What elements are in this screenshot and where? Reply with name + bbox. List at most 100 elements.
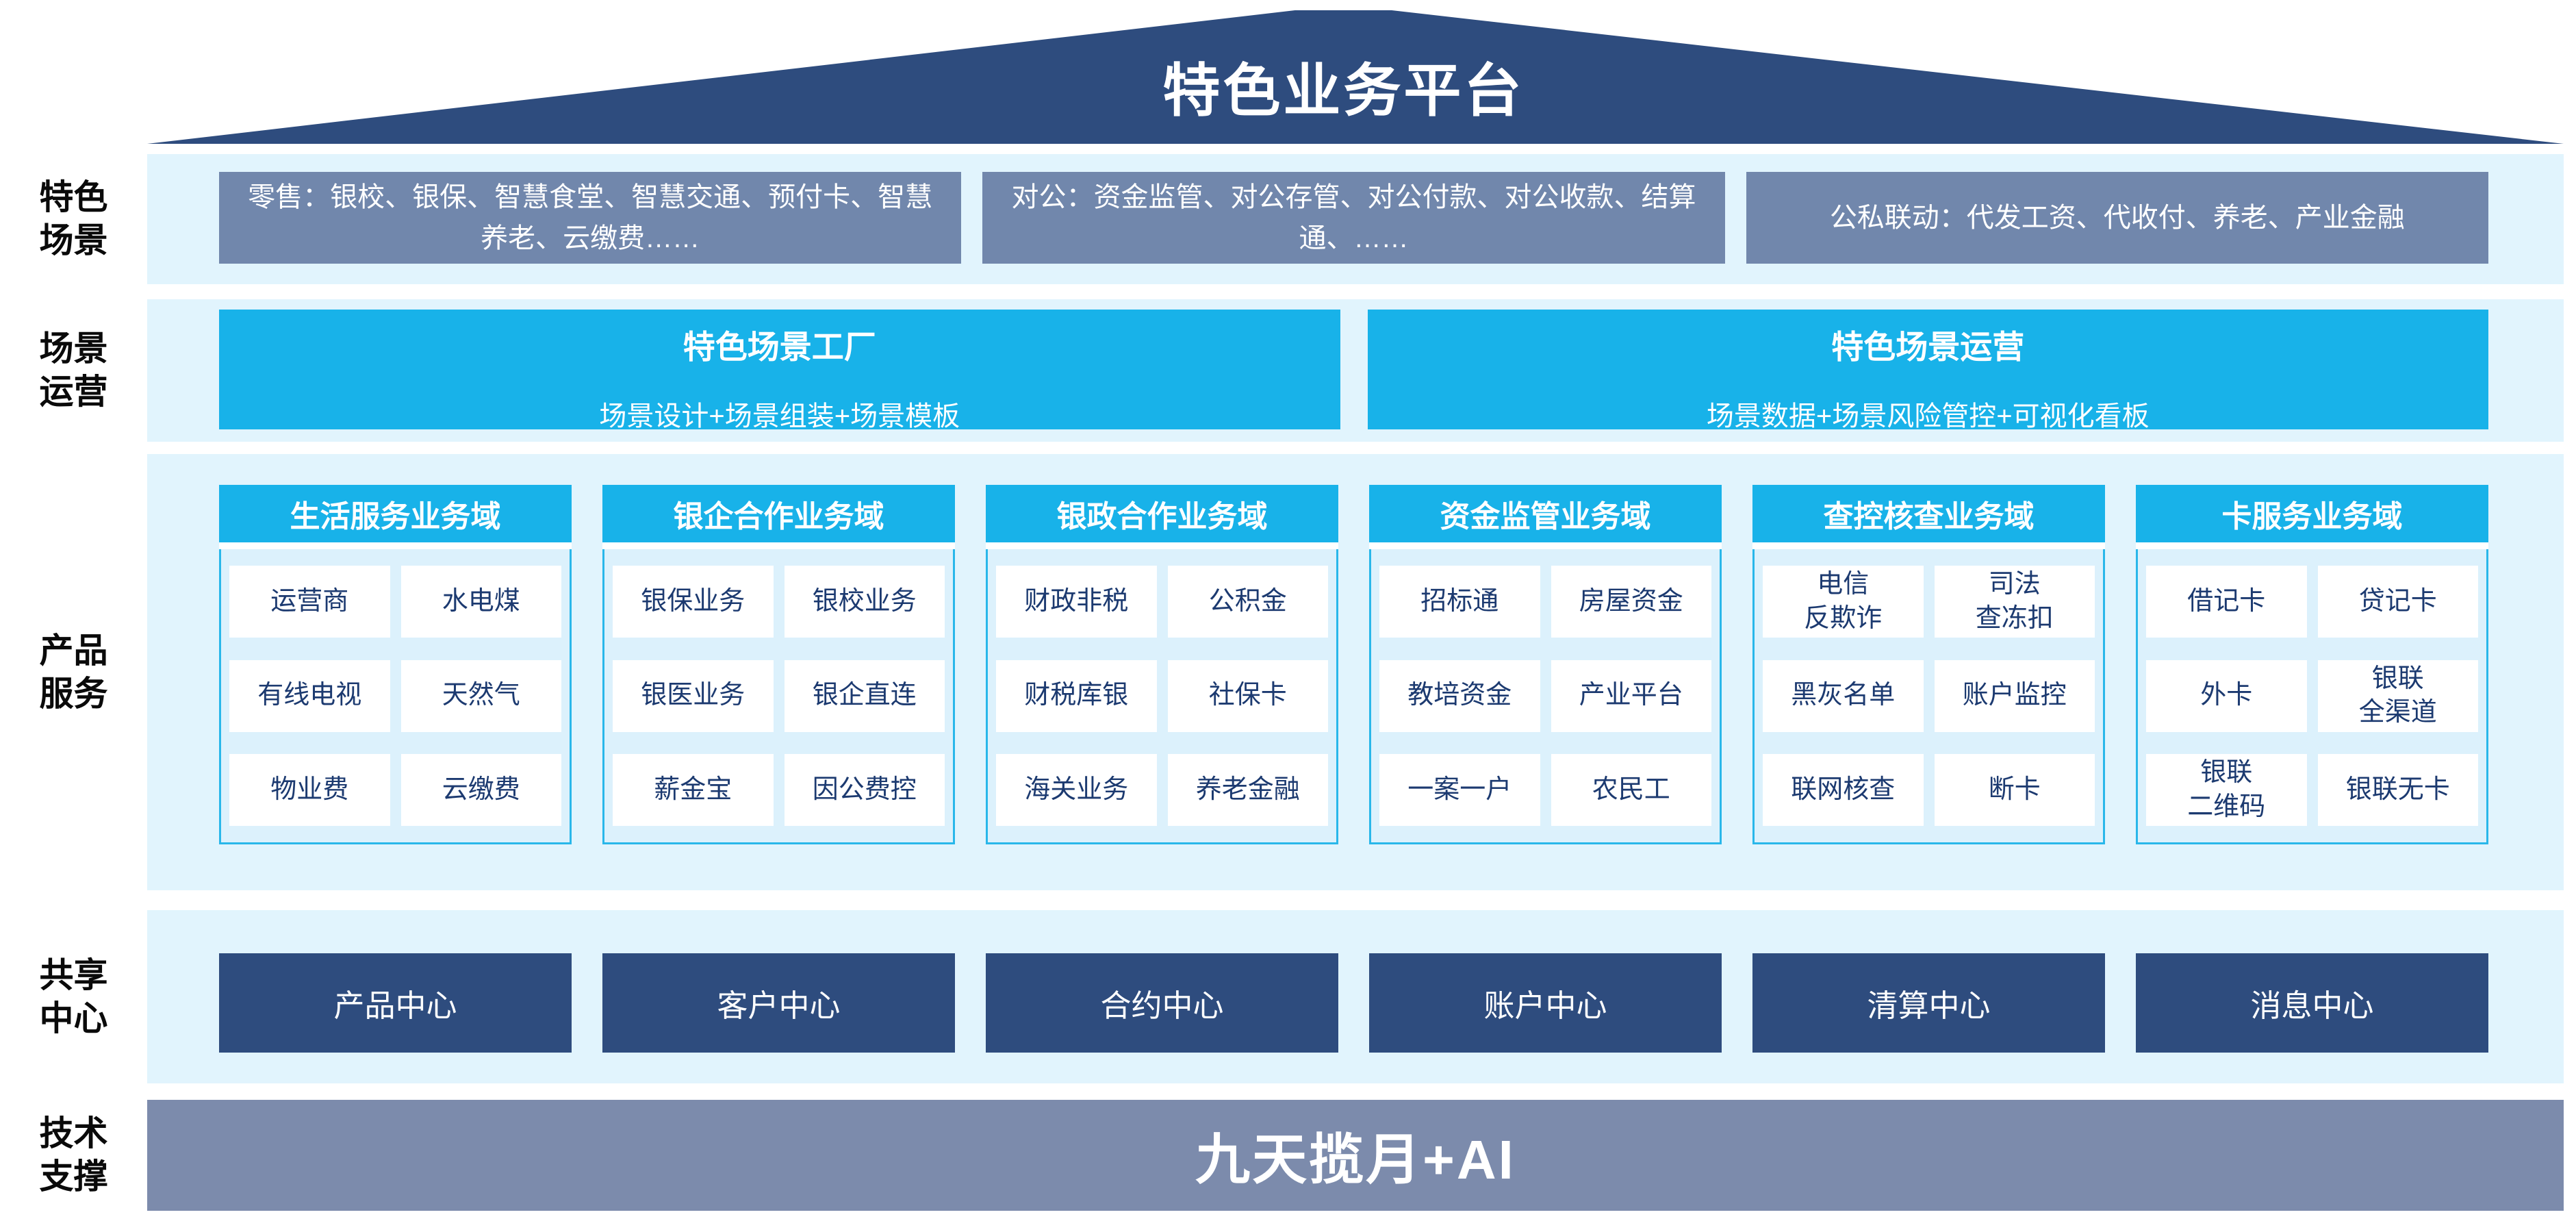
center-box-message: 消息中心 — [2136, 953, 2488, 1053]
domain-cell: 断卡 — [1934, 754, 2095, 826]
roof-gutter — [0, 0, 147, 144]
domain-cell: 招标通 — [1379, 566, 1540, 638]
domain-header: 资金监管业务域 — [1369, 485, 1722, 549]
row-label-products: 产品 服务 — [39, 631, 108, 713]
domain-cell: 财政非税 — [996, 566, 1157, 638]
scene-box-retail: 零售：银校、银保、智慧食堂、智慧交通、预付卡、智慧养老、云缴费…… — [219, 172, 962, 264]
cell-row: 财税库银 社保卡 — [996, 659, 1328, 732]
cell-row: 教培资金 产业平台 — [1379, 659, 1711, 732]
products-gutter: 产品 服务 — [0, 454, 147, 890]
domain-cell: 水电煤 — [400, 566, 561, 638]
domain-cell: 银保业务 — [613, 566, 774, 638]
domain-cell: 银联无卡 — [2317, 754, 2478, 826]
cell-row: 联网核查 断卡 — [1763, 754, 2095, 826]
domain-body: 借记卡 贷记卡 外卡 银联 全渠道 银联 二维码 银联无卡 — [2136, 549, 2488, 844]
domain-cell: 社保卡 — [1167, 659, 1328, 732]
domain-cell: 海关业务 — [996, 754, 1157, 826]
domain-cell: 银企直连 — [784, 659, 945, 732]
scene-operation-card: 特色场景运营 场景数据+场景风险管控+可视化看板 — [1367, 310, 2488, 431]
domain-cell: 房屋资金 — [1551, 566, 1711, 638]
scene-factory-card: 特色场景工厂 场景设计+场景组装+场景模板 — [219, 310, 1340, 431]
domain-cell: 账户监控 — [1934, 659, 2095, 732]
domain-body: 财政非税 公积金 财税库银 社保卡 海关业务 养老金融 — [986, 549, 1338, 844]
domain-cell: 银校业务 — [784, 566, 945, 638]
domain-cell: 银医业务 — [613, 659, 774, 732]
roof-row: 特色业务平台 — [0, 0, 2576, 144]
center-box-customer: 客户中心 — [602, 953, 955, 1053]
scene-operation-subtitle: 场景数据+场景风险管控+可视化看板 — [1706, 401, 2150, 431]
row-label-shared-centers: 共享 中心 — [39, 955, 108, 1038]
domain-column-bank-enterprise: 银企合作业务域 银保业务 银校业务 银医业务 银企直连 薪金宝 因公费控 — [602, 485, 955, 844]
row-label-scene-features: 特色 场景 — [39, 178, 108, 260]
scene-operation-title: 特色场景运营 — [1831, 329, 2025, 365]
domain-column-bank-government: 银政合作业务域 财政非税 公积金 财税库银 社保卡 海关业务 养老金融 — [986, 485, 1338, 844]
domain-cell: 借记卡 — [2146, 566, 2307, 638]
scene-ops-gutter: 场景 运营 — [0, 299, 147, 442]
row-label-scene-ops: 场景 运营 — [39, 329, 108, 411]
domain-cell: 教培资金 — [1379, 659, 1540, 732]
products-row: 产品 服务 生活服务业务域 运营商 水电煤 有线电视 天然气 物业费 云缴费 — [0, 454, 2576, 890]
domain-header: 生活服务业务域 — [219, 485, 572, 549]
domain-body: 银保业务 银校业务 银医业务 银企直连 薪金宝 因公费控 — [602, 549, 955, 844]
scene-features-band: 零售：银校、银保、智慧食堂、智慧交通、预付卡、智慧养老、云缴费…… 对公：资金监… — [147, 154, 2564, 284]
scene-box-public-private: 公私联动：代发工资、代收付、养老、产业金融 — [1746, 172, 2488, 264]
cell-row: 财政非税 公积金 — [996, 566, 1328, 638]
cell-row: 黑灰名单 账户监控 — [1763, 659, 2095, 732]
cell-row: 借记卡 贷记卡 — [2146, 566, 2478, 638]
domain-header: 卡服务业务域 — [2136, 485, 2488, 549]
scene-features-row: 特色 场景 零售：银校、银保、智慧食堂、智慧交通、预付卡、智慧养老、云缴费…… … — [0, 154, 2576, 284]
domain-cell: 产业平台 — [1551, 659, 1711, 732]
shared-centers-band: 产品中心 客户中心 合约中心 账户中心 清算中心 消息中心 — [147, 910, 2564, 1083]
domain-body: 招标通 房屋资金 教培资金 产业平台 一案一户 农民工 — [1369, 549, 1722, 844]
domain-cell: 外卡 — [2146, 659, 2307, 732]
domain-cell: 因公费控 — [784, 754, 945, 826]
cell-row: 物业费 云缴费 — [229, 754, 561, 826]
platform-title: 特色业务平台 — [1162, 58, 1525, 123]
domain-body: 电信 反欺诈 司法 查冻扣 黑灰名单 账户监控 联网核查 断卡 — [1752, 549, 2105, 844]
center-box-account: 账户中心 — [1369, 953, 1722, 1053]
domain-cell: 天然气 — [400, 659, 561, 732]
platform-roof: 特色业务平台 — [147, 0, 2564, 144]
tech-support-bar: 九天揽月+AI — [147, 1100, 2564, 1211]
center-box-contract: 合约中心 — [986, 953, 1338, 1053]
domain-cell: 公积金 — [1167, 566, 1328, 638]
cell-row: 海关业务 养老金融 — [996, 754, 1328, 826]
tech-support-bar-text: 九天揽月+AI — [1195, 1129, 1516, 1190]
domain-cell: 运营商 — [229, 566, 390, 638]
row-label-tech-support: 技术 支撑 — [39, 1114, 108, 1196]
domain-body: 运营商 水电煤 有线电视 天然气 物业费 云缴费 — [219, 549, 572, 844]
domain-column-life-services: 生活服务业务域 运营商 水电煤 有线电视 天然气 物业费 云缴费 — [219, 485, 572, 844]
domain-cell: 薪金宝 — [613, 754, 774, 826]
domain-header: 银政合作业务域 — [986, 485, 1338, 549]
domain-cell: 贷记卡 — [2317, 566, 2478, 638]
domain-cell: 云缴费 — [400, 754, 561, 826]
cell-row: 招标通 房屋资金 — [1379, 566, 1711, 638]
center-box-product: 产品中心 — [219, 953, 572, 1053]
cell-row: 薪金宝 因公费控 — [613, 754, 945, 826]
scene-ops-row: 场景 运营 特色场景工厂 场景设计+场景组装+场景模板 特色场景运营 场景数据+… — [0, 299, 2576, 442]
scene-factory-subtitle: 场景设计+场景组装+场景模板 — [599, 401, 960, 431]
domain-column-card-services: 卡服务业务域 借记卡 贷记卡 外卡 银联 全渠道 银联 二维码 银联无卡 — [2136, 485, 2488, 844]
domain-cell: 养老金融 — [1167, 754, 1328, 826]
shared-centers-row: 共享 中心 产品中心 客户中心 合约中心 账户中心 清算中心 消息中心 — [0, 910, 2576, 1083]
center-box-clearing: 清算中心 — [1752, 953, 2105, 1053]
domain-cell: 联网核查 — [1763, 754, 1924, 826]
cell-row: 运营商 水电煤 — [229, 566, 561, 638]
domain-cell: 电信 反欺诈 — [1763, 566, 1924, 638]
domain-cell: 物业费 — [229, 754, 390, 826]
scene-ops-band: 特色场景工厂 场景设计+场景组装+场景模板 特色场景运营 场景数据+场景风险管控… — [147, 299, 2564, 442]
domain-header: 银企合作业务域 — [602, 485, 955, 549]
domain-cell: 一案一户 — [1379, 754, 1540, 826]
scene-factory-title: 特色场景工厂 — [683, 329, 876, 365]
domain-cell: 有线电视 — [229, 659, 390, 732]
domain-cell: 黑灰名单 — [1763, 659, 1924, 732]
domain-cell: 银联 二维码 — [2146, 754, 2307, 826]
cell-row: 电信 反欺诈 司法 查冻扣 — [1763, 566, 2095, 638]
scene-box-corporate: 对公：资金监管、对公存管、对公付款、对公收款、结算通、…… — [982, 172, 1725, 264]
domain-cell: 银联 全渠道 — [2317, 659, 2478, 732]
domain-cell: 司法 查冻扣 — [1934, 566, 2095, 638]
scene-features-gutter: 特色 场景 — [0, 154, 147, 284]
shared-centers-gutter: 共享 中心 — [0, 910, 147, 1083]
cell-row: 银医业务 银企直连 — [613, 659, 945, 732]
